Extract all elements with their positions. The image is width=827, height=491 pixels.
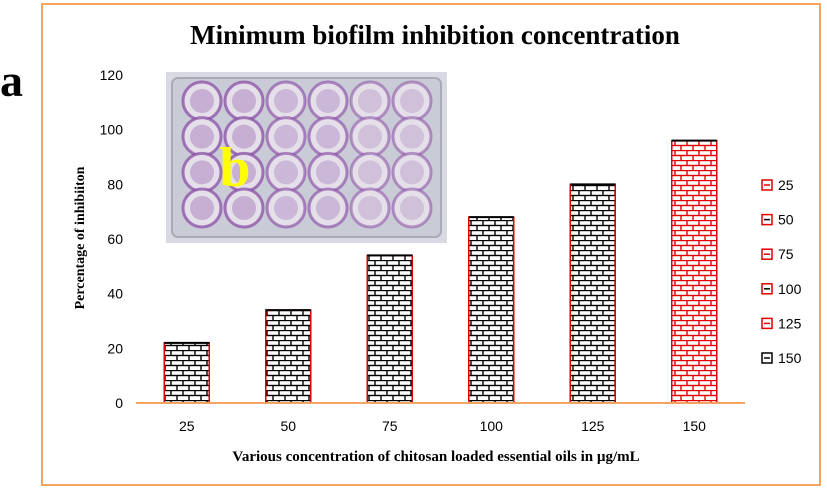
- well-stain: [232, 196, 256, 220]
- legend-item: 75: [761, 246, 794, 262]
- y-axis-label: Percentage of inhibiiton: [73, 166, 88, 309]
- x-tick-label: 25: [179, 418, 195, 434]
- well-stain: [190, 196, 214, 220]
- well: [391, 187, 433, 229]
- legend-label: 100: [778, 281, 802, 297]
- x-tick-label: 150: [683, 418, 707, 434]
- x-axis-label: Various concentration of chitosan loaded…: [232, 449, 639, 465]
- legend-item: 100: [761, 281, 802, 297]
- legend-label: 50: [778, 212, 794, 228]
- legend-label: 75: [778, 246, 794, 262]
- wells-grid: [181, 80, 433, 229]
- y-tick-label: 100: [100, 122, 124, 138]
- y-tick-label: 80: [107, 176, 123, 192]
- panel-label-b: b: [219, 137, 250, 199]
- well-stain: [316, 160, 340, 185]
- well: [265, 187, 307, 229]
- well-stain: [358, 124, 382, 149]
- bar-150: [671, 139, 718, 404]
- bar-50: [265, 309, 312, 404]
- legend-label: 25: [778, 177, 794, 193]
- well: [181, 187, 223, 229]
- x-axis-ticks: 25 50 75 100 125 150: [179, 418, 706, 434]
- well-stain: [400, 89, 424, 113]
- well-stain: [274, 124, 298, 149]
- y-tick-label: 20: [107, 340, 123, 356]
- well-stain: [316, 196, 340, 220]
- well: [349, 187, 391, 229]
- well-stain: [316, 124, 340, 149]
- bar-75: [366, 254, 413, 404]
- well-stain: [358, 160, 382, 185]
- bar-25: [163, 342, 210, 404]
- well-stain: [400, 160, 424, 185]
- x-tick-label: 50: [280, 418, 296, 434]
- bar-125: [569, 183, 616, 404]
- y-axis-ticks: 0 20 40 60 80 100 120: [100, 67, 124, 411]
- well-stain: [274, 89, 298, 113]
- well-stain: [358, 196, 382, 220]
- well-stain: [316, 89, 340, 113]
- well-stain: [232, 89, 256, 113]
- well-stain: [190, 124, 214, 149]
- well-stain: [358, 89, 382, 113]
- legend-item: 125: [761, 315, 802, 331]
- well: [307, 187, 349, 229]
- inset-photo-well-plate: b: [166, 72, 447, 243]
- bars-group: [163, 139, 718, 404]
- legend-label: 125: [778, 315, 802, 331]
- panel-label-a: a: [0, 55, 23, 106]
- legend-label: 150: [778, 350, 802, 366]
- bar-100: [468, 216, 515, 404]
- well-stain: [190, 89, 214, 113]
- legend-item: 50: [761, 212, 794, 228]
- well-stain: [274, 160, 298, 185]
- well-stain: [232, 160, 256, 185]
- well-stain: [400, 196, 424, 220]
- x-tick-label: 75: [382, 418, 398, 434]
- y-tick-label: 120: [100, 67, 124, 83]
- well-stain: [400, 124, 424, 149]
- well-stain: [274, 196, 298, 220]
- legend: 25 50 75 100 125 150: [761, 177, 802, 366]
- well-stain: [232, 124, 256, 149]
- x-tick-label: 100: [480, 418, 504, 434]
- chart-title: Minimum biofilm inhibition concentration: [190, 20, 680, 50]
- well-stain: [190, 160, 214, 185]
- well: [223, 187, 265, 229]
- legend-item: 150: [761, 350, 802, 366]
- y-tick-label: 0: [115, 395, 123, 411]
- x-tick-label: 125: [581, 418, 605, 434]
- y-tick-label: 60: [107, 231, 123, 247]
- legend-item: 25: [761, 177, 794, 193]
- y-tick-label: 40: [107, 286, 123, 302]
